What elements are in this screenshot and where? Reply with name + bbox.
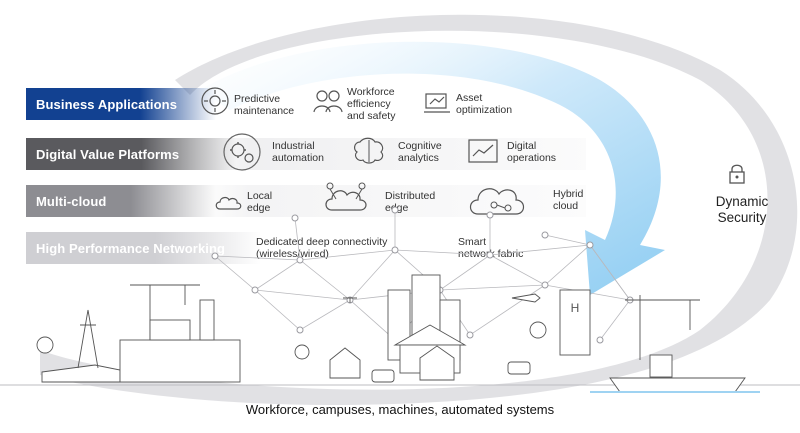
hybrid-cloud-caption: Hybrid cloud (553, 188, 583, 212)
layer-label: Digital Value Platforms (36, 146, 180, 162)
industrial-automation-caption: Industrial automation (272, 140, 324, 164)
flow-arrow (200, 41, 665, 296)
layer-digital-value-platforms: Digital Value Platforms (26, 138, 236, 170)
caption-line: Workforce (347, 86, 395, 98)
caption-line: operations (507, 152, 557, 164)
layer-label: Multi-cloud (36, 193, 107, 209)
security-line: Security (717, 210, 767, 225)
predictive-maintenance-caption: Predictive maintenance (234, 93, 294, 117)
caption-line: Industrial (272, 140, 315, 152)
dedicated-connectivity-caption: Dedicated deep connectivity (wireless/wi… (256, 236, 387, 260)
layer-business-applications: Business Applications (26, 88, 216, 120)
caption-line: maintenance (234, 105, 295, 117)
dynamic-security-label: Dynamic Security (702, 194, 782, 226)
layer-label: Business Applications (36, 96, 178, 112)
security-line: Dynamic (715, 194, 769, 209)
workforce-safety-caption: Workforce efficiency and safety (347, 86, 395, 122)
caption-line: edge (247, 202, 271, 214)
caption-line: Local (247, 190, 273, 202)
caption-line: Dedicated deep connectivity (256, 236, 388, 248)
hybrid-cloud-icon (469, 188, 525, 215)
distributed-edge-cloud-icon (325, 182, 367, 211)
caption-line: (wireless/wired) (256, 248, 329, 260)
distributed-edge-caption: Distributed edge (385, 190, 435, 214)
caption-line: and safety (347, 110, 396, 122)
caption-line: automation (272, 152, 324, 164)
caption-line: Asset (456, 92, 483, 104)
caption-line: optimization (456, 104, 513, 116)
caption-line: Distributed (385, 190, 436, 202)
caption-line: Smart (458, 236, 487, 248)
workforce-safety-icon (313, 90, 343, 113)
asset-optimization-icon (424, 93, 450, 113)
layer-high-performance-networking: High Performance Networking (26, 232, 261, 264)
asset-optimization-caption: Asset optimization (456, 92, 512, 116)
caption-line: Hybrid (553, 188, 584, 200)
caption-line: Predictive (234, 93, 281, 105)
layer-multi-cloud: Multi-cloud (26, 185, 216, 217)
cognitive-analytics-icon (354, 137, 384, 164)
local-edge-cloud-icon (215, 196, 242, 210)
cognitive-analytics-caption: Cognitive analytics (398, 140, 442, 164)
footer-caption: Workforce, campuses, machines, automated… (245, 402, 555, 417)
caption-line: Cognitive (398, 140, 442, 152)
lock-icon (729, 164, 745, 184)
layer-label: High Performance Networking (36, 240, 226, 256)
digital-operations-icon (468, 139, 498, 163)
digital-operations-caption: Digital operations (507, 140, 556, 164)
svg-text:H: H (571, 301, 580, 315)
predictive-maintenance-icon (201, 87, 229, 115)
local-edge-caption: Local edge (247, 190, 272, 214)
caption-line: Digital (507, 140, 537, 152)
caption-line: analytics (398, 152, 439, 164)
industrial-automation-icon (223, 133, 261, 171)
caption-line: efficiency (347, 98, 391, 110)
caption-line: cloud (553, 200, 579, 212)
